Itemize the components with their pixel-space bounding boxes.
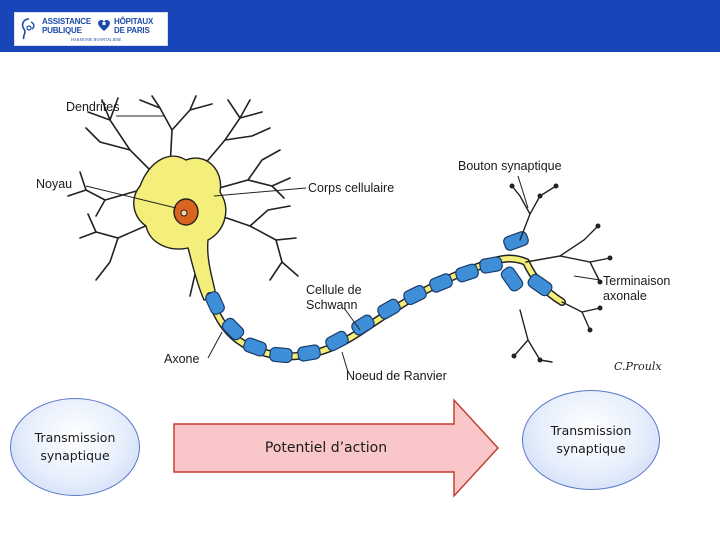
- label-dendrites: Dendrites: [66, 100, 120, 114]
- left-transmission-bubble: Transmission synaptique: [10, 398, 140, 496]
- label-corps-cellulaire: Corps cellulaire: [308, 181, 395, 195]
- right-transmission-bubble: Transmission synaptique: [522, 390, 660, 490]
- cell-body-drawing: [133, 155, 227, 301]
- aphp-logo: ASSISTANCE PUBLIQUE HÔPITAUX DE PARIS HA…: [14, 12, 168, 46]
- label-noeud-de-ranvier: Noeud de Ranvier: [346, 369, 447, 383]
- leader-lines: [85, 115, 601, 373]
- label-schwann-line1: Cellule de: [306, 283, 362, 297]
- label-terminaison-line2: axonale: [603, 289, 647, 303]
- logo-text-de-paris: DE PARIS: [114, 26, 150, 35]
- potentiel-arrow-shape: [173, 398, 499, 498]
- artist-signature: C.Proulx: [614, 360, 662, 373]
- label-bouton-synaptique: Bouton synaptique: [458, 159, 562, 173]
- label-schwann-line2: Schwann: [306, 298, 358, 312]
- axon-terminals-drawing: [511, 185, 611, 363]
- synaptic-boutons: [509, 183, 613, 363]
- heart-icon: [98, 19, 110, 31]
- potentiel-arrow-label: Potentiel d’action: [264, 440, 388, 456]
- neuron-diagram: [67, 95, 613, 373]
- header-bar: ASSISTANCE PUBLIQUE HÔPITAUX DE PARIS HA…: [0, 0, 720, 52]
- nucleolus-drawing: [180, 209, 188, 217]
- myelin-sheaths: [205, 231, 553, 364]
- label-terminaison-line1: Terminaison: [603, 274, 671, 288]
- logo-text-assistance: ASSISTANCE: [42, 17, 91, 26]
- left-bubble-text: Transmission synaptique: [34, 430, 116, 463]
- logo-text-publique: PUBLIQUE: [42, 26, 82, 35]
- aphp-emblem-icon: [21, 18, 35, 40]
- label-noyau: Noyau: [36, 177, 73, 191]
- logo-subtitle: HARMONIE HOSPITALIERE: [71, 37, 122, 42]
- dendrites-drawing: [67, 95, 299, 297]
- right-bubble-text: Transmission synaptique: [550, 423, 632, 456]
- logo-text-hopitaux: HÔPITAUX: [114, 17, 154, 26]
- label-axone: Axone: [164, 352, 200, 366]
